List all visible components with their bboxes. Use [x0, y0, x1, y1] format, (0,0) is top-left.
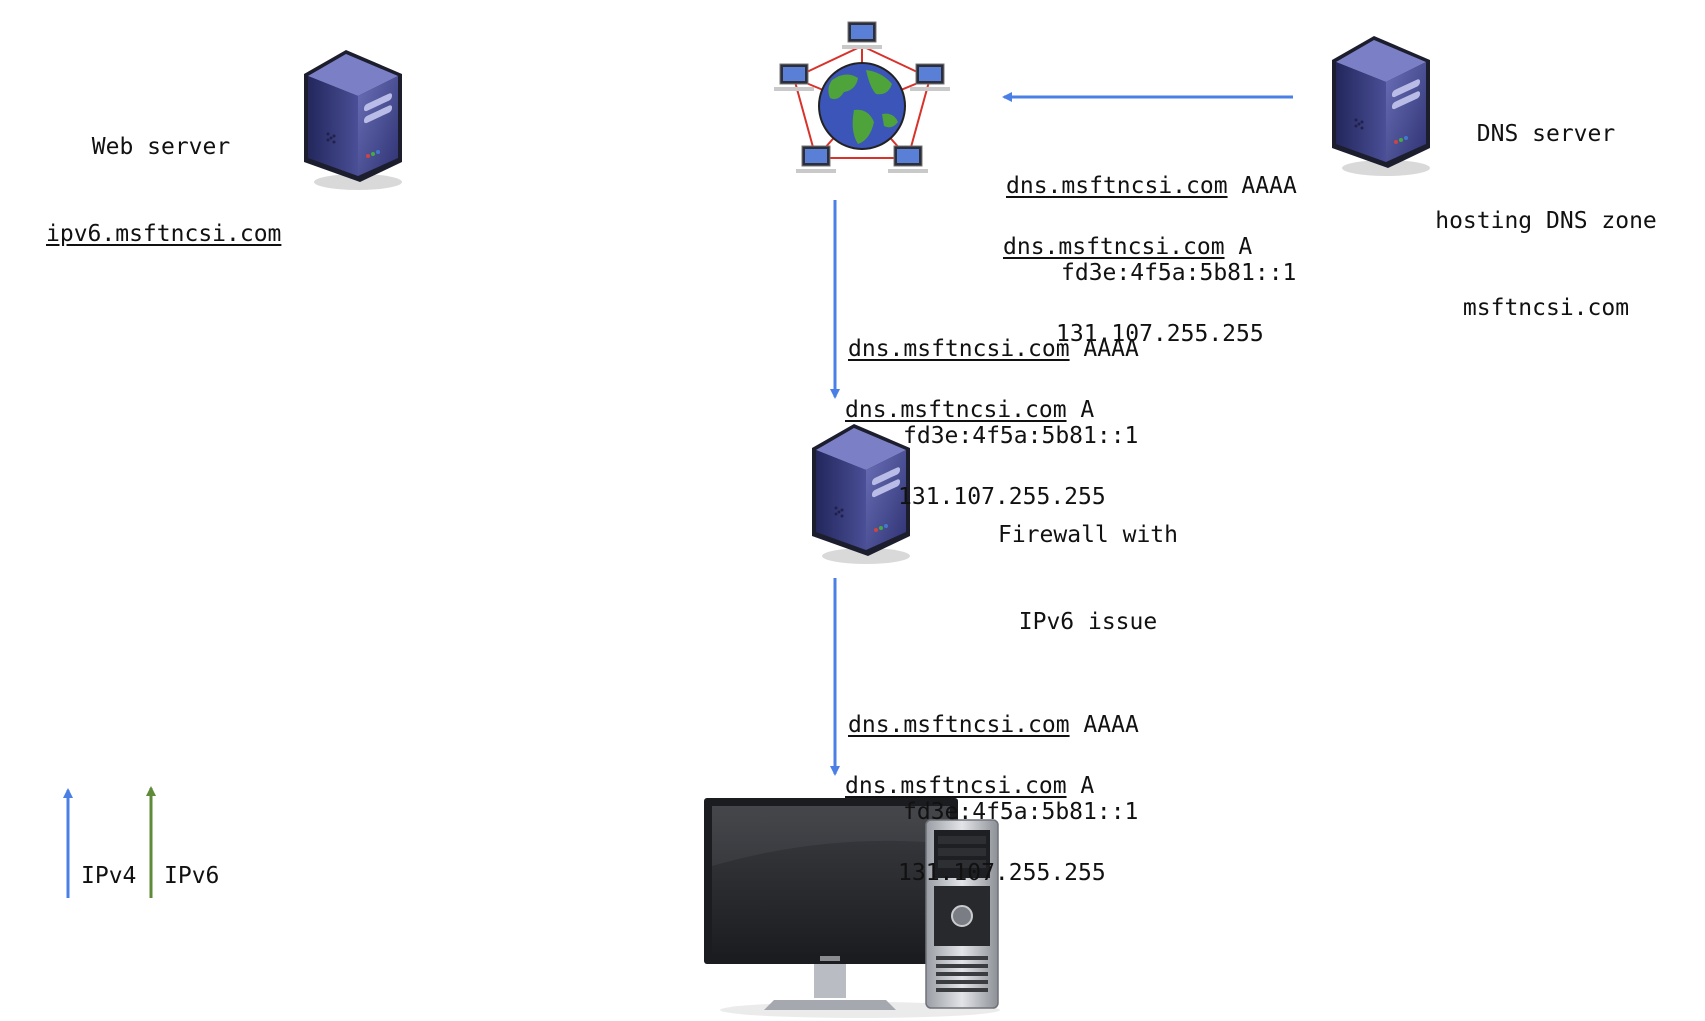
dns-server-zone: msftncsi.com: [1462, 295, 1630, 321]
firewall-server-icon: [812, 424, 910, 564]
dns-response-block-1: dns.msftncsi.com AAAA fd3e:4f5a:5b81::1: [1006, 114, 1297, 317]
web-server-title: Web server: [91, 134, 231, 160]
web-server-label: Web server ipv6.msftncsi.com: [46, 75, 282, 278]
aaaa-record-type: AAAA: [1241, 173, 1297, 199]
a-record-name: dns.msftncsi.com: [1003, 234, 1225, 260]
aaaa-record-name: dns.msftncsi.com: [848, 712, 1070, 738]
dns-response-block-2-a: dns.msftncsi.com A 131.107.255.255: [845, 338, 1106, 541]
a-record-type: A: [1238, 234, 1253, 260]
web-server-icon: [304, 50, 402, 190]
dns-server-title: DNS server: [1476, 121, 1616, 147]
a-record-name: dns.msftncsi.com: [845, 397, 1067, 423]
internet-globe-network-icon: [774, 21, 950, 173]
aaaa-record-value: fd3e:4f5a:5b81::1: [1061, 260, 1297, 286]
firewall-issue: IPv6 issue: [1018, 609, 1158, 635]
dns-server-icon: [1332, 36, 1430, 176]
a-record-value: 131.107.255.255: [898, 484, 1106, 510]
dns-response-block-3: dns.msftncsi.com AAAA fd3e:4f5a:5b81::1: [848, 653, 1139, 856]
a-record-type: A: [1080, 397, 1095, 423]
aaaa-record-name: dns.msftncsi.com: [848, 336, 1070, 362]
dns-response-block-1-a: dns.msftncsi.com A 131.107.255.255: [1003, 175, 1264, 378]
a-record-name: dns.msftncsi.com: [845, 773, 1067, 799]
desktop-computer-icon: [704, 798, 1000, 1018]
legend-ipv6-label: IPv6: [164, 863, 220, 889]
dns-server-label: DNS server hosting DNS zone msftncsi.com: [1430, 62, 1662, 352]
firewall-title: Firewall with: [997, 522, 1178, 548]
aaaa-record-type: AAAA: [1083, 712, 1139, 738]
aaaa-record-value: fd3e:4f5a:5b81::1: [903, 799, 1139, 825]
dns-server-subtitle: hosting DNS zone: [1435, 208, 1657, 234]
a-record-type: A: [1080, 773, 1095, 799]
aaaa-record-type: AAAA: [1083, 336, 1139, 362]
dns-response-block-3-a: dns.msftncsi.com A 131.107.255.255: [845, 714, 1106, 917]
aaaa-record-value: fd3e:4f5a:5b81::1: [903, 423, 1139, 449]
firewall-label: Firewall with IPv6 issue: [990, 463, 1186, 666]
dns-response-block-2: dns.msftncsi.com AAAA fd3e:4f5a:5b81::1: [848, 277, 1139, 480]
a-record-value: 131.107.255.255: [1056, 321, 1264, 347]
legend-ipv4-label: IPv4: [81, 863, 137, 889]
web-server-host: ipv6.msftncsi.com: [46, 221, 282, 247]
aaaa-record-name: dns.msftncsi.com: [1006, 173, 1228, 199]
a-record-value: 131.107.255.255: [898, 860, 1106, 886]
